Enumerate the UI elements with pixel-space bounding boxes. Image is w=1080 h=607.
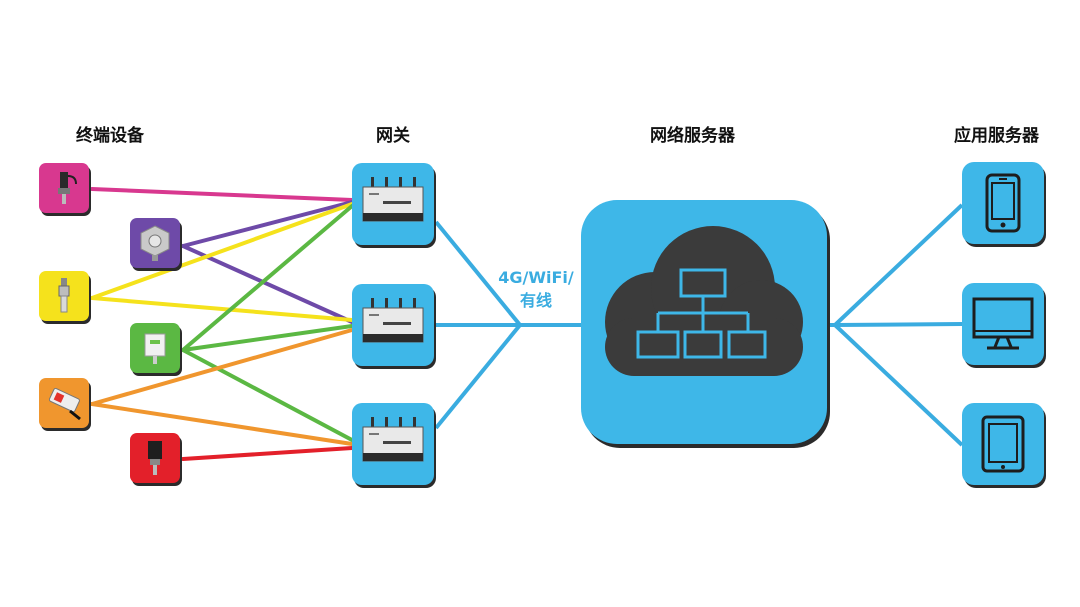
link-yellow-gw1: [90, 202, 354, 300]
device-pressure-transmitter: [130, 433, 180, 483]
gateway-column-title: 网关: [376, 126, 410, 146]
network-server-tile: [581, 200, 827, 444]
device-tilt-sensor: [39, 378, 89, 428]
devices-column-title: 终端设备: [76, 126, 144, 146]
device-temperature-probe: [39, 271, 89, 321]
network-server-column-title: 网络服务器: [650, 126, 735, 146]
device-humidity-sensor: [130, 323, 180, 373]
link-yellow-gw2: [90, 296, 354, 322]
link-purple-gw1: [181, 200, 354, 248]
link-green-gw2: [181, 324, 354, 352]
device-gas-detector: [130, 218, 180, 268]
link-gw1-hub: [434, 220, 522, 327]
gateway-router-icon: [362, 177, 424, 222]
link-green-gw3: [181, 348, 354, 442]
link-type-line2: 有线: [519, 291, 552, 310]
tablet-icon: [981, 415, 1025, 473]
pressure-transmitter-icon: [148, 441, 162, 475]
link-green-gw1: [181, 204, 354, 352]
gateway-router-icon: [362, 417, 424, 462]
link-orange-gw2: [90, 328, 354, 406]
link-hub2-monitor: [834, 322, 963, 327]
link-gw3-hub: [434, 323, 522, 430]
app-server-column-title: 应用服务器: [954, 126, 1039, 146]
app-server-smartphone: [962, 162, 1044, 244]
app-server-tablet: [962, 403, 1044, 485]
link-purple-gw2: [181, 244, 354, 324]
link-type-line1: 4G/WiFi/: [498, 268, 574, 287]
pressure-sensor-icon: [58, 172, 77, 204]
tilt-sensor-icon: [48, 387, 81, 421]
temperature-probe-icon: [58, 278, 70, 313]
link-red-gw3: [181, 446, 354, 461]
app-server-monitor: [962, 283, 1044, 365]
gateway-2: [352, 284, 434, 366]
link-magenta-gw1: [90, 187, 354, 202]
cloud-network-icon: [605, 226, 803, 376]
gas-detector-icon: [140, 225, 170, 261]
link-hub2-phone: [833, 203, 964, 327]
gateway-3: [352, 403, 434, 485]
link-orange-gw3: [90, 402, 354, 446]
smartphone-icon: [985, 173, 1021, 233]
link-type-label: 4G/WiFi/ 有线: [476, 266, 596, 312]
monitor-icon: [972, 297, 1034, 350]
gateway-1: [352, 163, 434, 245]
humidity-sensor-icon: [144, 333, 166, 364]
device-pressure-sensor: [39, 163, 89, 213]
gateway-router-icon: [362, 298, 424, 343]
link-hub2-tablet: [833, 323, 964, 447]
